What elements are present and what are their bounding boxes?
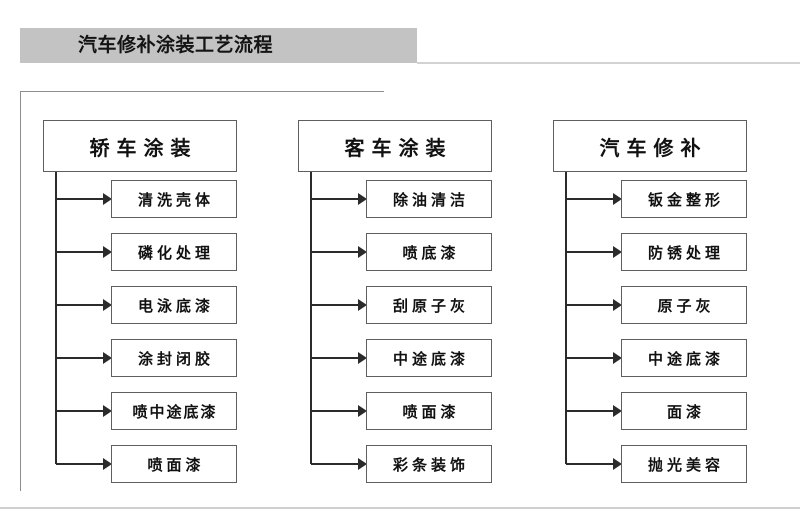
flow-step-label: 喷底漆 bbox=[402, 243, 460, 262]
flow-step-box[interactable]: 刮原子灰 bbox=[366, 286, 492, 324]
arrow-right-icon bbox=[103, 299, 112, 311]
flow-step-label: 面漆 bbox=[666, 402, 705, 421]
page-bottom-rule bbox=[0, 507, 800, 509]
flow-step-label: 刮原子灰 bbox=[392, 296, 469, 315]
flow-step-box[interactable]: 电泳底漆 bbox=[111, 286, 237, 324]
flow-step-box[interactable]: 中途底漆 bbox=[621, 339, 747, 377]
flow-step-label: 喷面漆 bbox=[147, 455, 205, 474]
flow-step-box[interactable]: 涂封闭胶 bbox=[111, 339, 237, 377]
arrow-right-icon bbox=[358, 405, 367, 417]
column-header-box[interactable]: 轿车涂装 bbox=[43, 120, 237, 172]
flow-step-box[interactable]: 抛光美容 bbox=[621, 445, 747, 483]
column-spine-line bbox=[565, 172, 567, 464]
connector-line bbox=[56, 410, 105, 412]
column-header-label: 轿车涂装 bbox=[89, 135, 198, 160]
arrow-right-icon bbox=[103, 458, 112, 470]
arrow-right-icon bbox=[358, 193, 367, 205]
column-header-label: 汽车修补 bbox=[599, 135, 708, 160]
connector-line bbox=[566, 198, 615, 200]
arrow-right-icon bbox=[613, 246, 622, 258]
connector-line bbox=[311, 463, 360, 465]
flow-step-box[interactable]: 防锈处理 bbox=[621, 233, 747, 271]
flow-step-label: 抛光美容 bbox=[647, 455, 724, 474]
page-title: 汽车修补涂装工艺流程 bbox=[78, 34, 274, 56]
flow-step-box[interactable]: 喷面漆 bbox=[366, 392, 492, 430]
arrow-right-icon bbox=[613, 405, 622, 417]
arrow-right-icon bbox=[613, 352, 622, 364]
flow-step-box[interactable]: 喷中途底漆 bbox=[111, 392, 237, 430]
connector-line bbox=[56, 198, 105, 200]
arrow-right-icon bbox=[103, 352, 112, 364]
flow-step-label: 清洗壳体 bbox=[137, 190, 214, 209]
connector-line bbox=[566, 410, 615, 412]
title-band bbox=[20, 28, 417, 63]
flow-step-box[interactable]: 中途底漆 bbox=[366, 339, 492, 377]
connector-line bbox=[566, 463, 615, 465]
connector-line bbox=[311, 304, 360, 306]
flow-step-label: 中途底漆 bbox=[392, 349, 469, 368]
flow-step-box[interactable]: 磷化处理 bbox=[111, 233, 237, 271]
flow-step-label: 除油清洁 bbox=[392, 190, 469, 209]
flow-step-label: 彩条装饰 bbox=[392, 455, 469, 474]
connector-line bbox=[311, 410, 360, 412]
flow-step-box[interactable]: 原子灰 bbox=[621, 286, 747, 324]
flow-step-label: 钣金整形 bbox=[647, 190, 724, 209]
arrow-right-icon bbox=[613, 193, 622, 205]
connector-line bbox=[311, 198, 360, 200]
connector-line bbox=[311, 357, 360, 359]
title-divider-rule bbox=[417, 62, 800, 64]
column-spine-line bbox=[310, 172, 312, 464]
connector-line bbox=[311, 251, 360, 253]
flow-step-label: 中途底漆 bbox=[647, 349, 724, 368]
column-spine-line bbox=[55, 172, 57, 464]
flow-step-box[interactable]: 喷底漆 bbox=[366, 233, 492, 271]
flow-step-box[interactable]: 喷面漆 bbox=[111, 445, 237, 483]
flow-step-box[interactable]: 钣金整形 bbox=[621, 180, 747, 218]
connector-line bbox=[566, 357, 615, 359]
arrow-right-icon bbox=[358, 299, 367, 311]
diagram-frame-top-border bbox=[20, 91, 384, 92]
connector-line bbox=[56, 357, 105, 359]
flow-step-box[interactable]: 除油清洁 bbox=[366, 180, 492, 218]
connector-line bbox=[56, 304, 105, 306]
flow-step-label: 原子灰 bbox=[657, 296, 715, 315]
arrow-right-icon bbox=[358, 352, 367, 364]
connector-line bbox=[56, 463, 105, 465]
arrow-right-icon bbox=[103, 246, 112, 258]
arrow-right-icon bbox=[613, 458, 622, 470]
connector-line bbox=[56, 251, 105, 253]
connector-line bbox=[566, 251, 615, 253]
column-header-label: 客车涂装 bbox=[344, 135, 453, 160]
column-header-box[interactable]: 汽车修补 bbox=[553, 120, 747, 172]
flow-step-label: 防锈处理 bbox=[647, 243, 724, 262]
flow-step-label: 涂封闭胶 bbox=[137, 349, 214, 368]
column-header-box[interactable]: 客车涂装 bbox=[298, 120, 492, 172]
arrow-right-icon bbox=[358, 246, 367, 258]
flow-step-box[interactable]: 彩条装饰 bbox=[366, 445, 492, 483]
arrow-right-icon bbox=[103, 193, 112, 205]
flow-step-label: 喷中途底漆 bbox=[132, 402, 218, 421]
flow-step-box[interactable]: 面漆 bbox=[621, 392, 747, 430]
connector-line bbox=[566, 304, 615, 306]
flow-step-box[interactable]: 清洗壳体 bbox=[111, 180, 237, 218]
diagram-frame-left-border bbox=[20, 91, 21, 491]
arrow-right-icon bbox=[103, 405, 112, 417]
arrow-right-icon bbox=[358, 458, 367, 470]
flow-step-label: 磷化处理 bbox=[137, 243, 214, 262]
flow-step-label: 喷面漆 bbox=[402, 402, 460, 421]
flow-step-label: 电泳底漆 bbox=[137, 296, 214, 315]
arrow-right-icon bbox=[613, 299, 622, 311]
